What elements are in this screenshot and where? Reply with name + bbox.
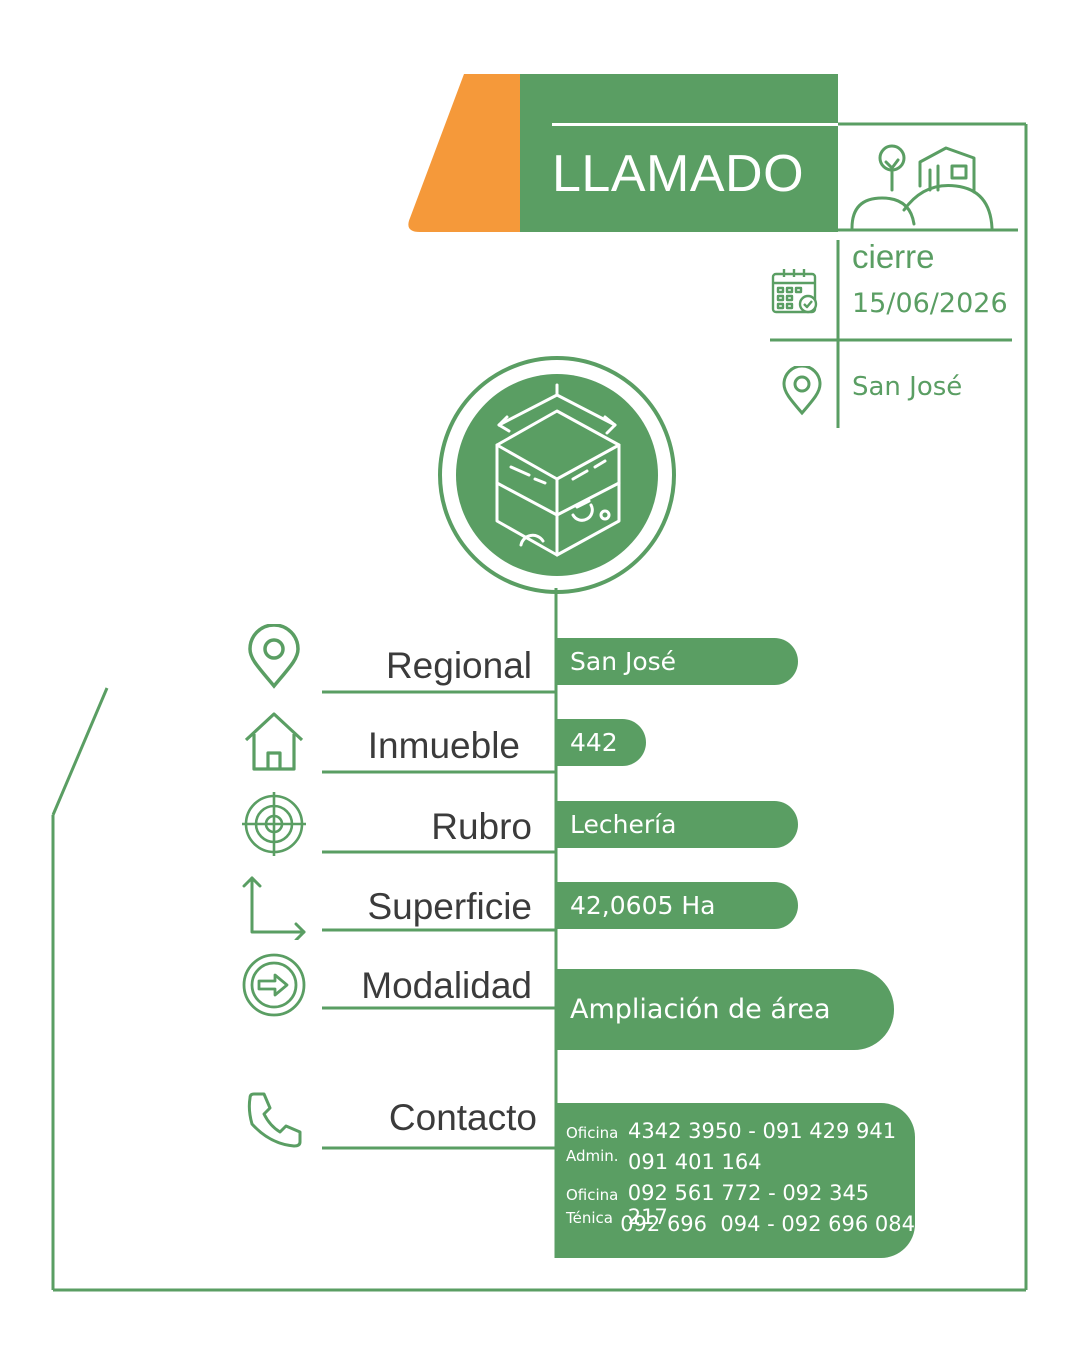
contact-line: Oficina 4342 3950 - 091 429 941: [566, 1119, 915, 1150]
contact-card: Oficina 4342 3950 - 091 429 941 Admin. 0…: [556, 1103, 915, 1258]
contact-tag: Ténica: [566, 1209, 613, 1227]
regional-label: Regional: [385, 645, 532, 686]
contact-number: 091 401 164: [628, 1150, 762, 1174]
header-rule: [552, 123, 838, 126]
inmueble-label: Inmueble: [367, 725, 520, 766]
header-orange-tab: [408, 74, 530, 232]
farm-building-icon: [850, 144, 994, 230]
inmueble-value: 442: [570, 728, 618, 757]
superficie-value-pill: 42,0605 Ha: [556, 882, 798, 929]
phone-icon: [247, 1092, 302, 1148]
calendar-icon: [771, 269, 818, 314]
modalidad-label: Modalidad: [361, 965, 532, 1006]
closing-label: cierre: [852, 238, 935, 275]
superficie-label: Superficie: [367, 886, 532, 927]
contact-number: 4342 3950 - 091 429 941: [628, 1119, 897, 1143]
rubro-value-pill: Lechería: [556, 801, 798, 848]
page-title: LLAMADO: [552, 145, 805, 203]
contact-number: 092 696 094 - 092 696 084: [620, 1212, 915, 1236]
superficie-value: 42,0605 Ha: [570, 891, 716, 920]
contact-tag: Oficina: [566, 1124, 619, 1142]
contact-tag: Admin.: [566, 1147, 619, 1165]
contact-line: Oficina 092 561 772 - 092 345 217: [566, 1181, 915, 1229]
regional-value-pill: San José: [556, 638, 798, 685]
closing-date: 15/06/2026: [852, 288, 1008, 319]
modalidad-value: Ampliación de área: [570, 994, 831, 1025]
location-name: San José: [852, 372, 963, 402]
house-icon: [244, 712, 304, 771]
cube-dimensions-icon: [438, 356, 676, 594]
contact-line: Ténica 092 696 094 - 092 696 084: [566, 1209, 915, 1243]
location-pin-icon: [782, 366, 822, 416]
contacto-label: Contacto: [388, 1097, 537, 1138]
contact-line: Admin. 091 401 164: [566, 1147, 915, 1181]
modalidad-value-pill: Ampliación de área: [556, 969, 894, 1050]
target-icon: [242, 792, 306, 856]
inmueble-value-pill: 442: [556, 719, 646, 766]
axes-icon: [242, 876, 306, 940]
header-banner: LLAMADO: [520, 74, 838, 232]
regional-value: San José: [570, 647, 677, 676]
arrow-circle-icon: [242, 953, 306, 1017]
contact-number: 092 561 772 - 092 345 217: [627, 1181, 870, 1229]
rubro-label: Rubro: [431, 806, 532, 847]
regional-pin-icon: [248, 624, 300, 689]
rubro-value: Lechería: [570, 810, 677, 839]
contact-tag: Oficina: [566, 1186, 619, 1204]
